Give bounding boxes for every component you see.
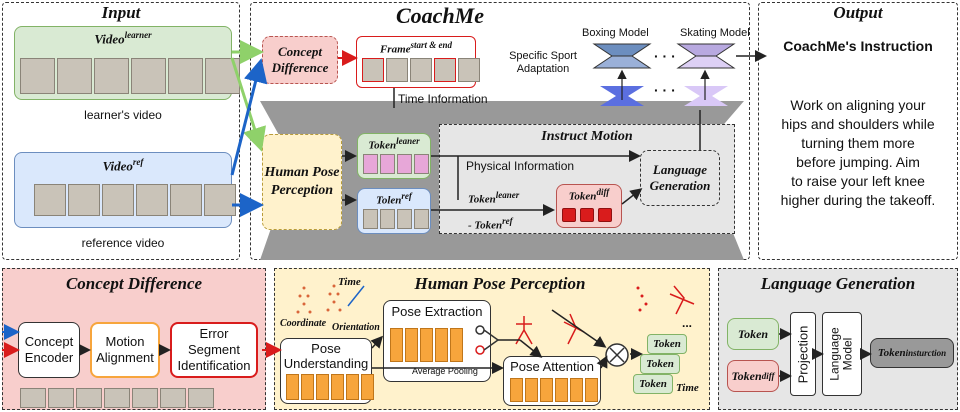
frame-film-strip xyxy=(362,58,480,82)
frame-label: Framestart & end xyxy=(379,40,453,56)
output-line: turning them more xyxy=(801,135,915,151)
skating-model-label: Skating Model xyxy=(680,27,750,39)
time-information-label: Time Information xyxy=(398,92,488,106)
pose-attention-label: Pose Attention xyxy=(510,359,594,374)
input-title: Input xyxy=(101,3,141,22)
time-label-2: Time xyxy=(676,382,699,394)
projection-box: Projection xyxy=(790,312,816,396)
pose-attention-cells xyxy=(510,378,598,402)
pose-skeleton-right xyxy=(636,285,695,315)
pose-attention-skeleton xyxy=(515,313,585,345)
pose-token-3: Token xyxy=(633,374,673,394)
output-title: Output xyxy=(833,3,883,22)
output-line: before jumping. Aim xyxy=(796,154,920,170)
lang-panel-title: Language Generation xyxy=(760,274,916,293)
error-segment-box: Error Segment Identification xyxy=(170,322,258,378)
pose-panel-arrows xyxy=(2,309,643,374)
learner-video-label: Videolearner xyxy=(94,30,152,47)
pooling-switch-icon xyxy=(475,325,499,355)
multiply-icon xyxy=(605,343,629,367)
boxing-model-label: Boxing Model xyxy=(582,27,649,39)
concept-panel-title: Concept Difference xyxy=(65,274,203,293)
token-leaner-label: Tokenleaner xyxy=(368,136,420,152)
output-line: higher during the takeoff. xyxy=(780,192,936,208)
motion-alignment-box: Motion Alignment xyxy=(90,322,160,378)
output-line: Work on aligning your xyxy=(790,97,926,113)
tolen-ref-strip xyxy=(363,209,429,229)
physical-info-label: Physical Information xyxy=(466,159,575,173)
lang-token-box: Token xyxy=(727,318,779,350)
coachme-title: CoachMe xyxy=(396,3,484,28)
lang-panel-arrows xyxy=(779,328,872,382)
input-panel xyxy=(2,2,240,260)
language-generation-box: Language Generation xyxy=(640,150,720,206)
learner-caption: learner's video xyxy=(84,108,162,122)
coordinate-label: Coordinate xyxy=(280,318,327,329)
pose-token-1: Token xyxy=(647,334,687,354)
average-pooling-label: Average Pooling xyxy=(412,366,478,376)
concept-difference-box: Concept Difference xyxy=(262,36,338,84)
output-line: to raise your left knee xyxy=(791,173,925,189)
pose-understanding-cells xyxy=(286,374,374,400)
ref-film-strip xyxy=(34,184,236,216)
concept-encoder-box: Concept Encoder xyxy=(18,322,80,378)
pose-understanding-label: Pose Understanding xyxy=(283,341,369,371)
output-line: hips and shoulders while xyxy=(781,116,935,132)
pose-extraction-cells xyxy=(390,328,463,362)
model-dots-top: · · · xyxy=(654,48,676,64)
token-leaner2-label: Tokenleaner xyxy=(468,190,520,206)
output-heading: CoachMe's Instruction xyxy=(783,38,933,54)
token-leaner-strip xyxy=(363,154,429,174)
pose-extraction-label: Pose Extraction xyxy=(391,304,483,319)
tolen-ref-label: Tolenref xyxy=(376,191,412,207)
orientation-label: Orientation xyxy=(332,322,380,333)
model-dots-bottom: · · · xyxy=(654,82,676,98)
specific-sport-label: Specific Sport Adaptation xyxy=(509,50,577,75)
ref-video-label: Videoref xyxy=(102,157,144,174)
pose-panel-title: Human Pose Perception xyxy=(414,274,586,293)
top-arrows xyxy=(230,40,767,217)
ref-caption: reference video xyxy=(81,236,165,250)
concept-film-strip xyxy=(20,388,214,408)
output-instruction-text: Work on aligning your hips and shoulders… xyxy=(758,96,958,210)
boxing-model-shape xyxy=(592,43,652,106)
instruct-motion-title: Instruct Motion xyxy=(541,129,633,144)
token-diff-label: Tokendiff xyxy=(568,187,610,203)
pose-ellipsis: ... xyxy=(682,316,693,330)
pose-skeleton-icon xyxy=(296,284,365,314)
time-label: Time xyxy=(338,276,361,288)
output-panel xyxy=(758,2,958,260)
human-pose-box: Human Pose Perception xyxy=(262,134,342,230)
token-diff-cells xyxy=(562,208,612,222)
learner-film-strip xyxy=(20,58,240,94)
pose-token-2: Token xyxy=(640,354,680,374)
skating-model-shape xyxy=(676,43,736,106)
minus-token-ref-label: - Tokenref xyxy=(468,216,513,232)
